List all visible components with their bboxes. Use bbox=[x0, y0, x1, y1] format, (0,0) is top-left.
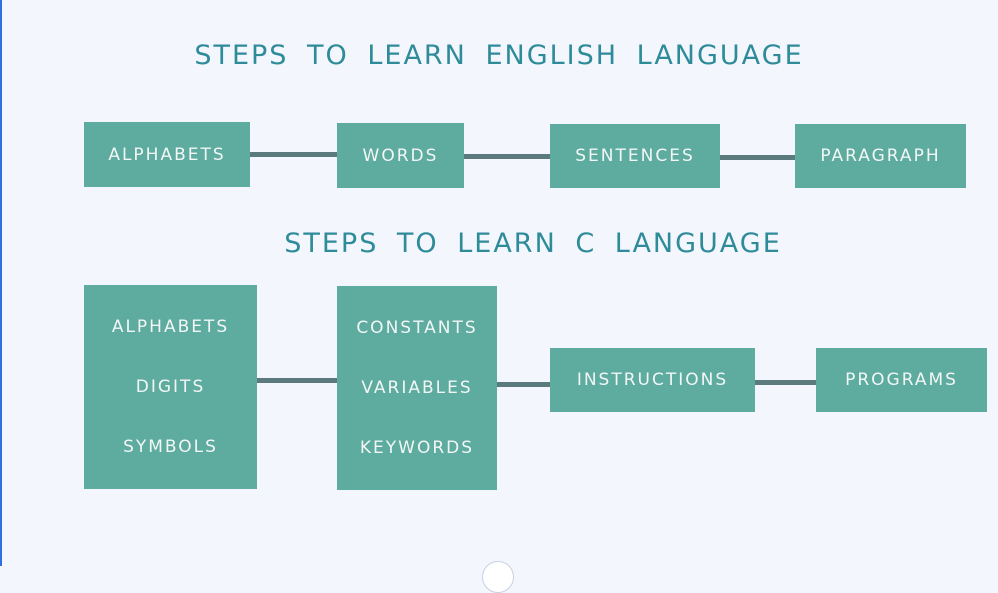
connector-instructions-programs bbox=[755, 380, 818, 385]
connector-step1-step2 bbox=[257, 378, 338, 383]
c-step-tokens: CONSTANTS VARIABLES KEYWORDS bbox=[337, 286, 497, 490]
c-step-symbols: SYMBOLS bbox=[123, 437, 218, 457]
c-step-instructions: INSTRUCTIONS bbox=[550, 348, 755, 412]
connector-words-sentences bbox=[464, 154, 552, 159]
english-step-sentences: SENTENCES bbox=[550, 124, 720, 188]
c-step-constants: CONSTANTS bbox=[356, 318, 478, 338]
c-section-title: STEPS TO LEARN C LANGUAGE bbox=[284, 228, 782, 259]
c-step-keywords: KEYWORDS bbox=[359, 438, 475, 458]
connector-alphabets-words bbox=[250, 152, 338, 157]
window-left-edge bbox=[0, 0, 2, 566]
c-step-programs: PROGRAMS bbox=[816, 348, 987, 412]
connector-step2-instructions bbox=[497, 382, 551, 387]
english-step-alphabets: ALPHABETS bbox=[84, 122, 250, 187]
english-step-words: WORDS bbox=[337, 123, 464, 188]
english-section-title: STEPS TO LEARN ENGLISH LANGUAGE bbox=[194, 40, 804, 71]
connector-sentences-paragraph bbox=[720, 155, 797, 160]
c-step-characters: ALPHABETS DIGITS SYMBOLS bbox=[84, 285, 257, 489]
c-step-alphabets: ALPHABETS bbox=[111, 317, 230, 337]
c-step-variables: VARIABLES bbox=[361, 378, 473, 398]
english-step-paragraph: PARAGRAPH bbox=[795, 124, 966, 188]
c-step-digits: DIGITS bbox=[135, 377, 206, 397]
